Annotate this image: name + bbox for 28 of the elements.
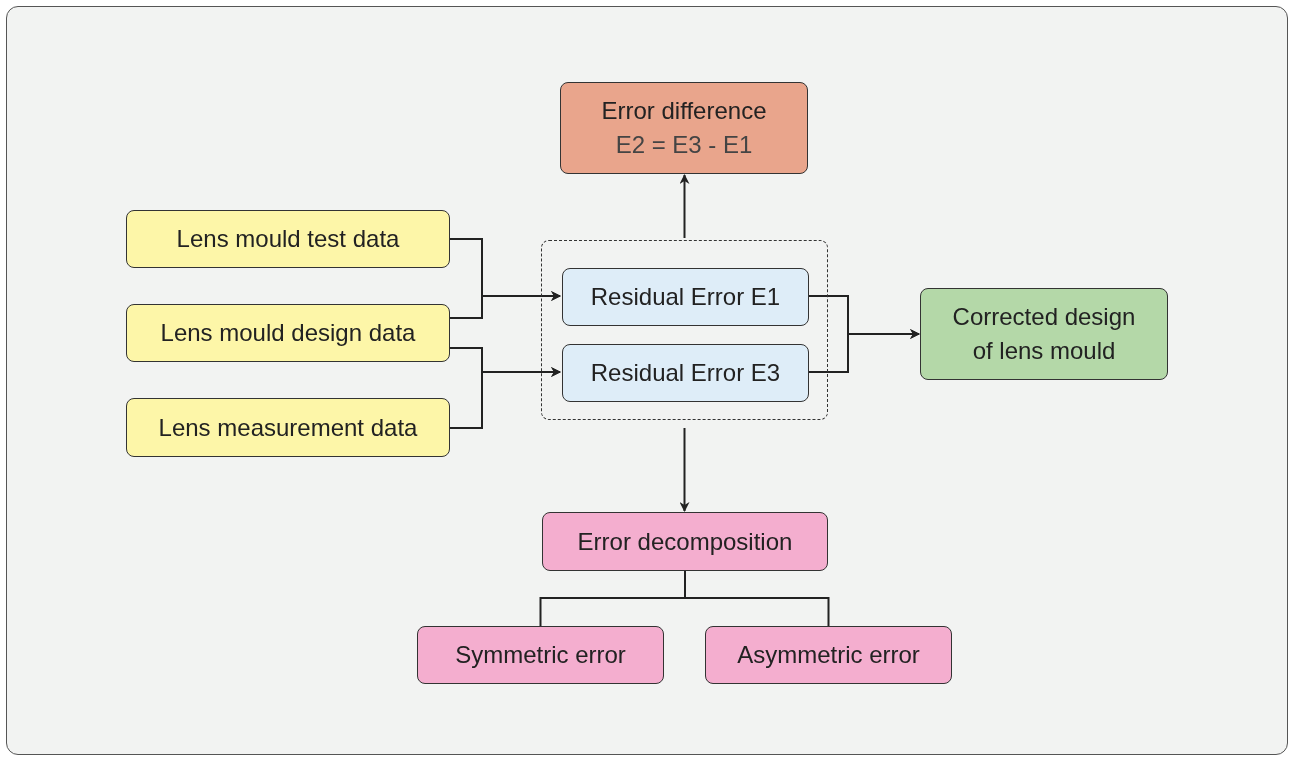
box-label: Residual Error E1: [590, 282, 781, 312]
box-label: Lens measurement data: [158, 412, 418, 443]
box-label: Lens mould test data: [176, 224, 400, 254]
arrow: [679, 427, 690, 512]
data-box: [126, 304, 450, 362]
box-label: Lens mould design data: [160, 318, 416, 348]
arrow: [807, 329, 920, 373]
data-box: [126, 398, 450, 457]
arrow: [449, 291, 561, 319]
data-box: [126, 210, 450, 268]
process-box: [417, 626, 664, 684]
group-box: [541, 240, 828, 420]
process-box: [542, 512, 828, 571]
connector-line: [684, 570, 830, 627]
process-box: [705, 626, 952, 684]
box-label: Error difference: [601, 96, 767, 126]
box-label: Residual Error E3: [590, 358, 781, 388]
arrow: [449, 367, 561, 429]
box-label: Corrected design of lens mould: [951, 302, 1137, 366]
box-label: Symmetric error: [455, 640, 626, 670]
box-label: Asymmetric error: [737, 640, 920, 670]
formula-text: E2 = E3 - E1: [615, 130, 753, 160]
result-box: [920, 288, 1168, 380]
box-label: Error decomposition: [577, 526, 793, 557]
process-box: [562, 268, 809, 326]
arrow: [679, 174, 690, 239]
process-box: [560, 82, 808, 174]
process-box: [562, 344, 809, 402]
